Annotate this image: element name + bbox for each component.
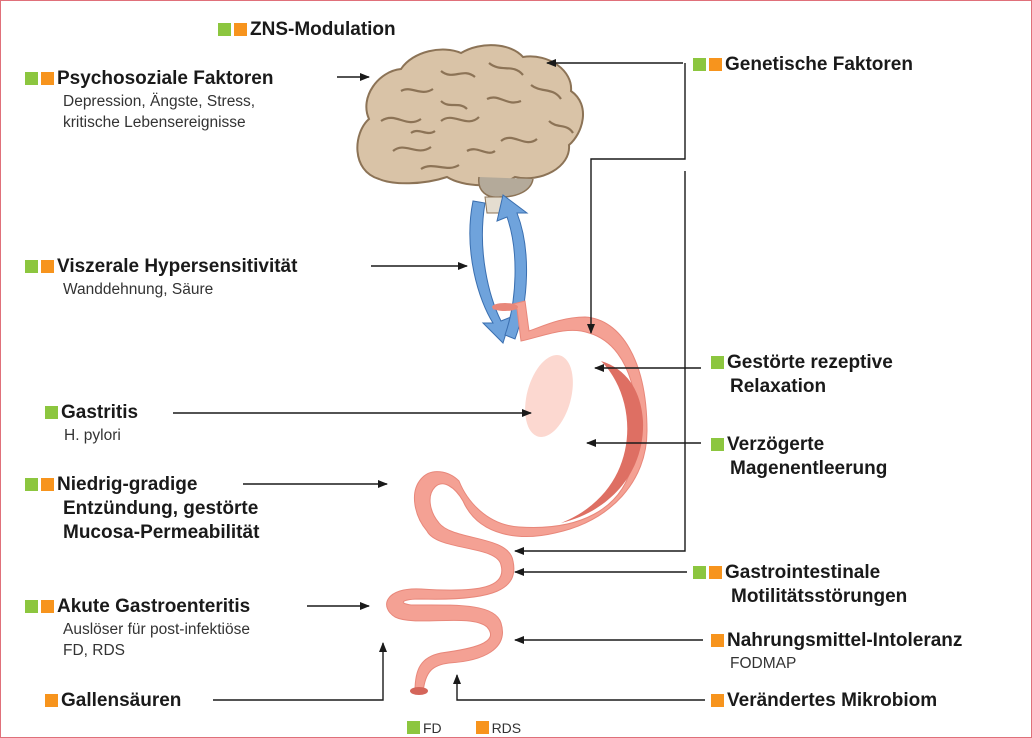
microbiome-title: Verändertes Mikrobiom — [727, 690, 937, 711]
stomach-illustration — [387, 301, 647, 695]
food-sub1: FODMAP — [711, 653, 962, 674]
delay-title2: Magenentleerung — [711, 457, 887, 481]
fd-marker — [693, 566, 706, 579]
rds-marker — [41, 478, 54, 491]
rds-marker — [41, 72, 54, 85]
fd-marker — [25, 260, 38, 273]
label-genetic-factors: Genetische Faktoren — [693, 53, 913, 77]
acute-title: Akute Gastroenteritis — [57, 596, 250, 617]
rds-marker — [41, 600, 54, 613]
label-delayed-emptying: Verzögerte Magenentleerung — [711, 433, 887, 481]
label-acute-gastroenteritis: Akute Gastroenteritis Auslöser für post-… — [25, 595, 250, 661]
inflam-title2: Entzündung, gestörte — [25, 497, 259, 521]
brain-illustration — [357, 45, 583, 213]
delay-title1: Verzögerte — [727, 434, 824, 455]
legend-rds-label: RDS — [492, 720, 522, 736]
gastritis-sub1: H. pylori — [45, 425, 138, 446]
food-title: Nahrungsmittel-Intoleranz — [727, 630, 962, 651]
psycho-title: Psychosoziale Faktoren — [57, 68, 273, 89]
fd-marker — [711, 356, 724, 369]
motility-title1: Gastrointestinale — [725, 562, 880, 583]
fd-marker — [693, 58, 706, 71]
fd-marker — [711, 438, 724, 451]
label-visceral-hypersensitivity: Viszerale Hypersensitivität Wanddehnung,… — [25, 255, 297, 300]
relax-title2: Relaxation — [711, 375, 893, 399]
legend-rds-swatch — [476, 721, 489, 734]
rds-marker — [45, 694, 58, 707]
fd-marker — [25, 72, 38, 85]
rds-marker — [234, 23, 247, 36]
fd-marker — [25, 478, 38, 491]
legend: FD RDS — [407, 720, 521, 736]
legend-fd-label: FD — [423, 720, 442, 736]
bile-title: Gallensäuren — [61, 690, 181, 711]
psycho-sub1: Depression, Ängste, Stress, — [25, 91, 273, 112]
fd-marker — [218, 23, 231, 36]
acute-sub2: FD, RDS — [25, 640, 250, 661]
rds-marker — [41, 260, 54, 273]
rds-marker — [709, 566, 722, 579]
zns-title: ZNS-Modulation — [250, 19, 396, 40]
label-gi-motility: Gastrointestinale Motilitätsstörungen — [693, 561, 907, 609]
psycho-sub2: kritische Lebensereignisse — [25, 112, 273, 133]
label-food-intolerance: Nahrungsmittel-Intoleranz FODMAP — [711, 629, 962, 674]
visceral-title: Viszerale Hypersensitivität — [57, 256, 297, 277]
inflam-title1: Niedrig-gradige — [57, 474, 197, 495]
label-gastritis: Gastritis H. pylori — [45, 401, 138, 446]
genetic-title: Genetische Faktoren — [725, 54, 913, 75]
inflam-title3: Mucosa-Permeabilität — [25, 521, 259, 545]
gastritis-title: Gastritis — [61, 402, 138, 423]
acute-sub1: Auslöser für post-infektiöse — [25, 619, 250, 640]
rds-marker — [709, 58, 722, 71]
relax-title1: Gestörte rezeptive — [727, 352, 893, 373]
fd-marker — [45, 406, 58, 419]
rds-marker — [711, 694, 724, 707]
label-zns-modulation: ZNS-Modulation — [218, 18, 396, 42]
label-receptive-relaxation: Gestörte rezeptive Relaxation — [711, 351, 893, 399]
fd-marker — [25, 600, 38, 613]
rds-marker — [711, 634, 724, 647]
label-bile-acids: Gallensäuren — [45, 689, 181, 713]
label-psychosocial-factors: Psychosoziale Faktoren Depression, Ängst… — [25, 67, 273, 133]
label-altered-microbiome: Verändertes Mikrobiom — [711, 689, 937, 713]
label-low-grade-inflammation: Niedrig-gradige Entzündung, gestörte Muc… — [25, 473, 259, 545]
motility-title2: Motilitätsstörungen — [693, 585, 907, 609]
visceral-sub1: Wanddehnung, Säure — [25, 279, 297, 300]
legend-fd-swatch — [407, 721, 420, 734]
